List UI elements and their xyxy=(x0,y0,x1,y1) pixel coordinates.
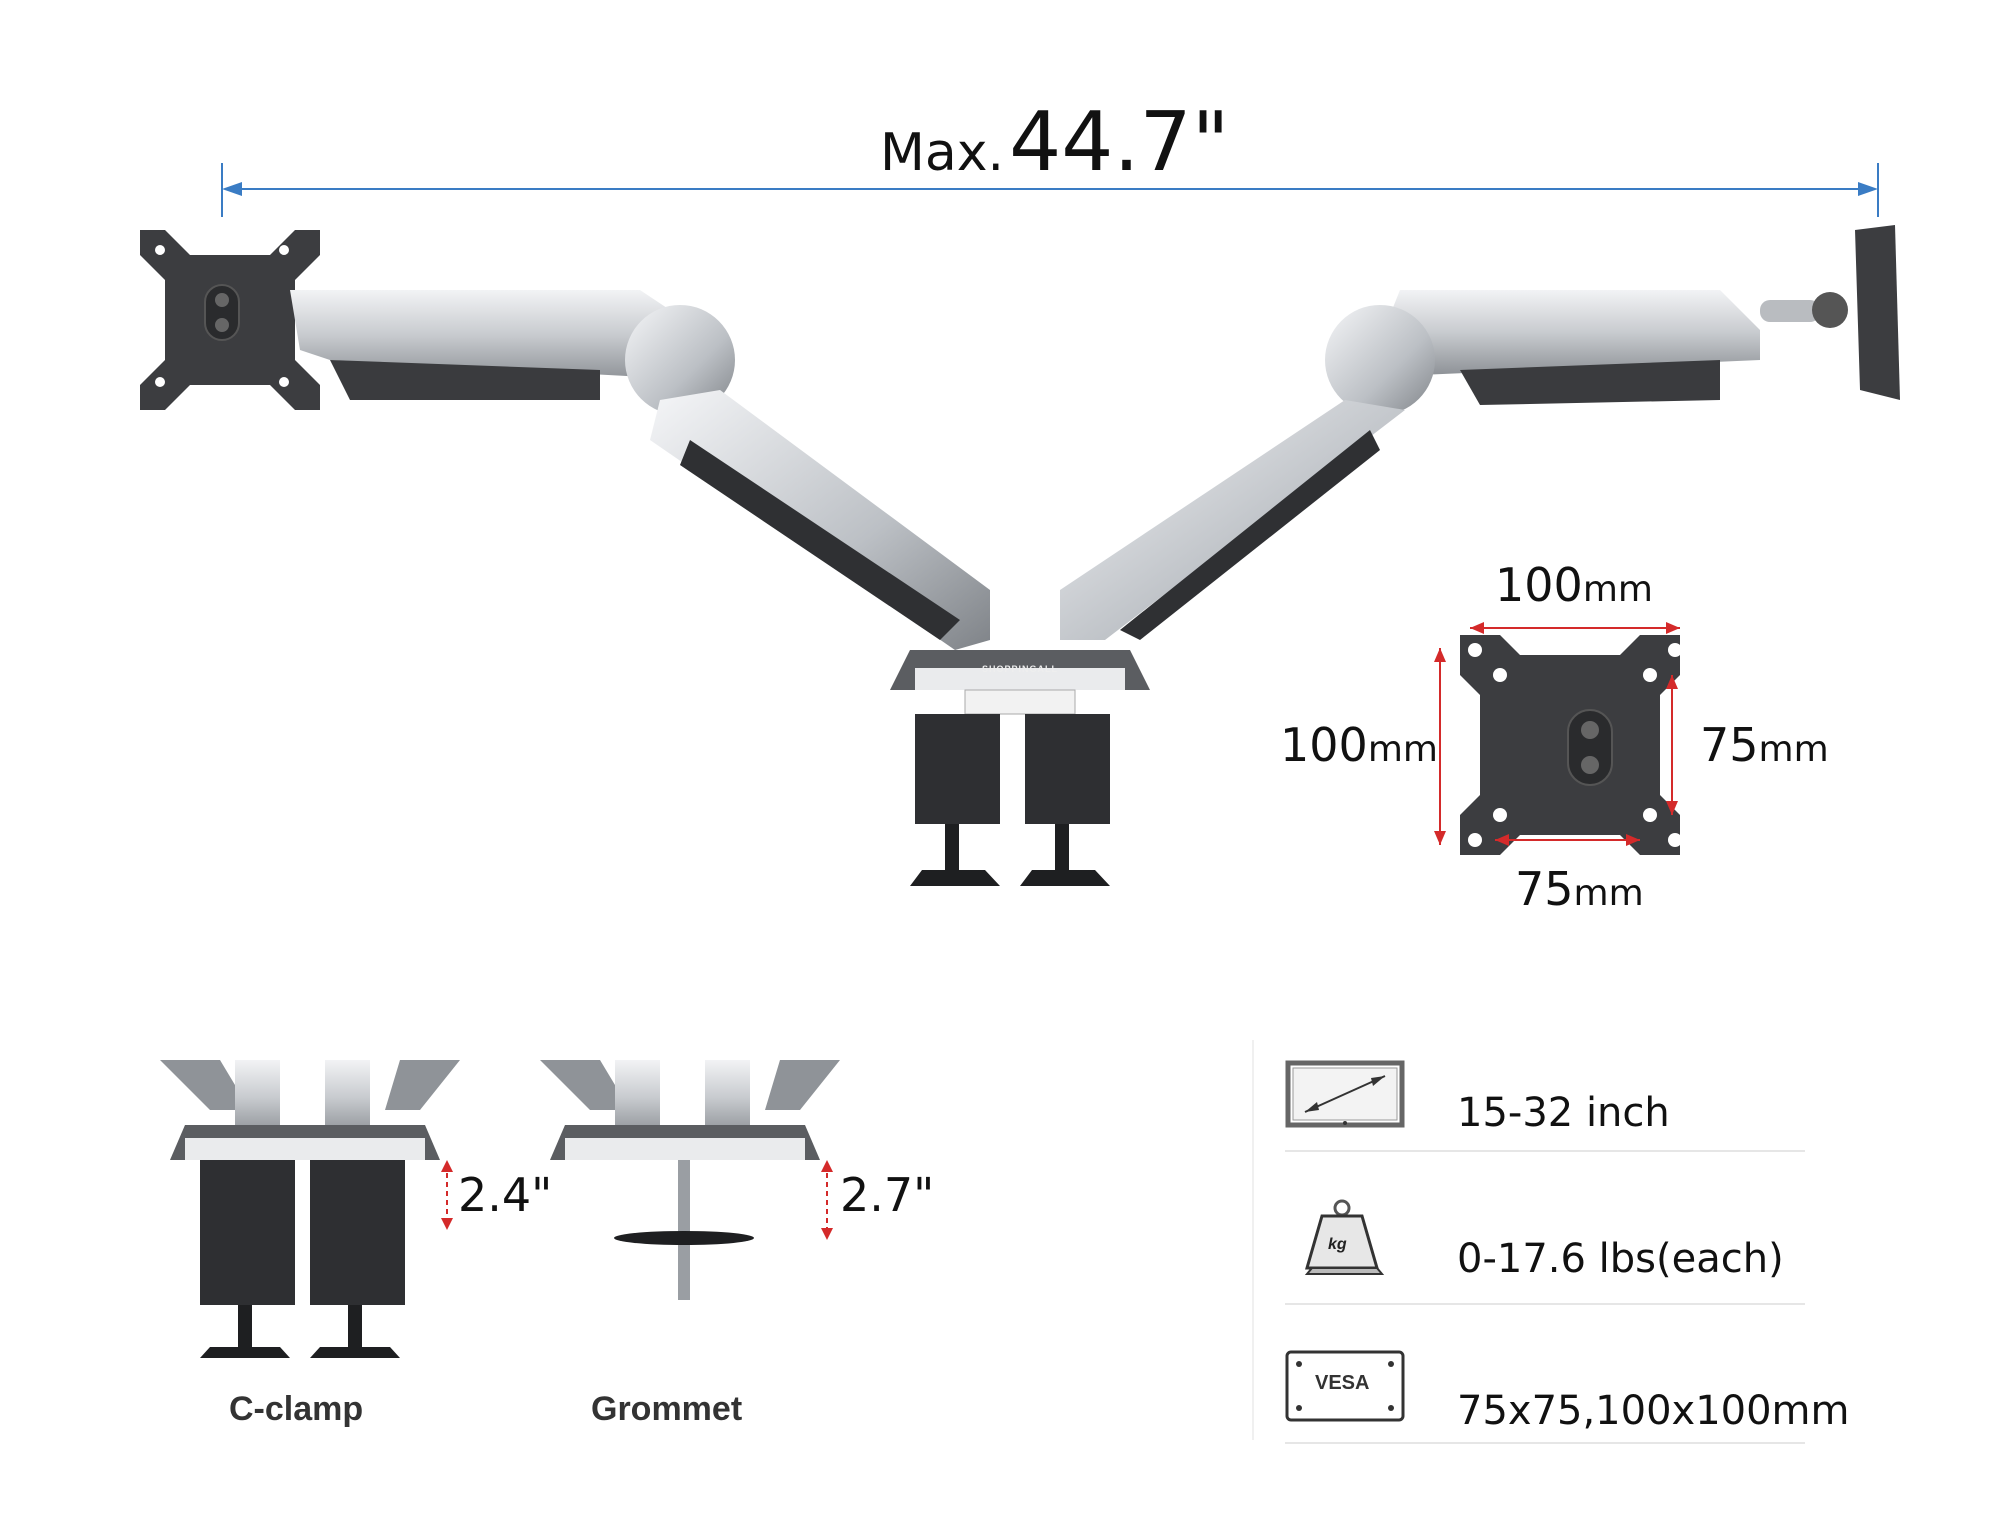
grommet-height-arrow xyxy=(821,1160,833,1240)
vesa-top-dimension: 100mm xyxy=(1495,558,1653,612)
vesa-bottom-value: 75 xyxy=(1515,862,1574,916)
right-lower-arm xyxy=(1060,400,1405,640)
spec-divider-1 xyxy=(1285,1150,1805,1152)
max-width-label: Max. 44.7" xyxy=(880,95,1229,190)
vesa-top-unit: mm xyxy=(1582,569,1653,610)
vesa-dimension-arrows xyxy=(1434,622,1680,846)
spec-row-vesa: VESA 75x75,100x100mm xyxy=(1285,1350,1849,1440)
vesa-pattern-diagram xyxy=(1460,635,1682,855)
grommet-height: 2.7" xyxy=(840,1168,935,1222)
vesa-left-unit: mm xyxy=(1367,729,1438,770)
spec-weight-text: 0-17.6 lbs(each) xyxy=(1457,1236,1784,1282)
vesa-icon-label: VESA xyxy=(1315,1372,1370,1394)
c-clamp-height-arrow xyxy=(441,1160,453,1230)
spec-row-screen-size: 15-32 inch xyxy=(1285,1060,1815,1150)
monitor-size-icon xyxy=(1285,1060,1405,1128)
specs-divider-vertical xyxy=(1252,1040,1254,1440)
spec-vesa-text: 75x75,100x100mm xyxy=(1457,1388,1850,1434)
right-upper-arm xyxy=(1380,290,1760,375)
vesa-right-value: 75 xyxy=(1700,718,1759,772)
vesa-bottom-dimension: 75mm xyxy=(1515,862,1644,916)
vesa-bottom-unit: mm xyxy=(1573,873,1644,914)
c-clamp-label: C-clamp xyxy=(229,1390,364,1428)
spec-divider-3 xyxy=(1285,1442,1805,1444)
c-clamp-illustration xyxy=(160,1060,460,1358)
vesa-right-dimension: 75mm xyxy=(1700,718,1829,772)
vesa-plate-icon xyxy=(1285,1350,1405,1422)
spec-divider-2 xyxy=(1285,1303,1805,1305)
vesa-left-value: 100 xyxy=(1280,718,1368,772)
max-prefix: Max. xyxy=(880,123,1005,183)
max-value: 44.7" xyxy=(1009,95,1230,190)
left-vesa-plate xyxy=(140,230,320,410)
spec-row-weight: kg 0-17.6 lbs(each) xyxy=(1285,1198,1815,1288)
weight-icon-label: kg xyxy=(1328,1236,1347,1253)
grommet-illustration xyxy=(540,1060,840,1300)
base-brand: SHOPPINGALL xyxy=(982,664,1059,674)
dual-monitor-arm-illustration xyxy=(140,225,1900,886)
c-clamp-height: 2.4" xyxy=(458,1168,553,1222)
right-vesa-plate xyxy=(1855,225,1900,400)
width-dimension-line xyxy=(221,163,1879,217)
vesa-right-unit: mm xyxy=(1758,729,1829,770)
grommet-label: Grommet xyxy=(591,1390,743,1428)
vesa-left-dimension: 100mm xyxy=(1280,718,1438,772)
c-clamps xyxy=(910,714,1110,886)
left-upper-arm xyxy=(290,290,700,380)
vesa-top-value: 100 xyxy=(1495,558,1583,612)
weight-kg-icon xyxy=(1304,1199,1385,1275)
spec-screen-size-text: 15-32 inch xyxy=(1457,1090,1670,1136)
